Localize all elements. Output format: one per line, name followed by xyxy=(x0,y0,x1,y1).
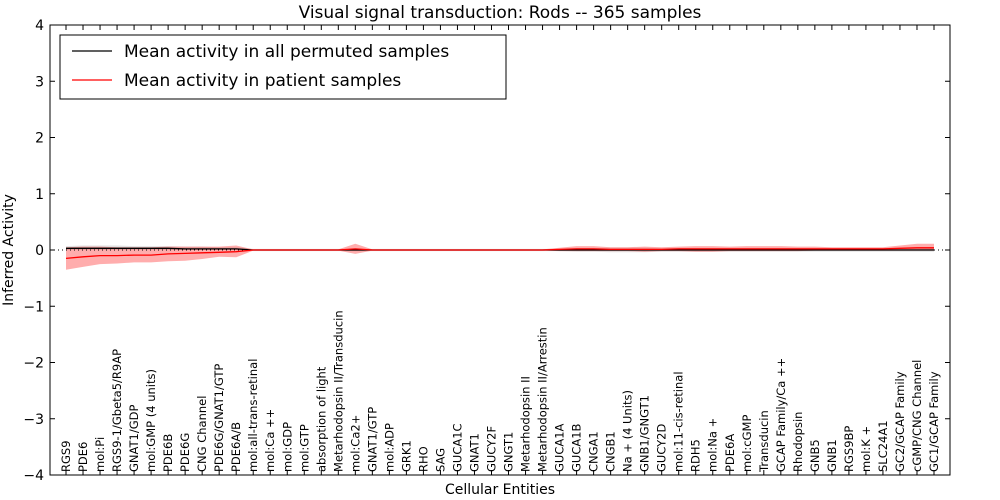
x-category-label: Na + (4 Units) xyxy=(621,390,635,472)
x-category-label: PDE6G xyxy=(178,433,192,472)
x-category-label: mol:GDP xyxy=(280,422,294,472)
legend: Mean activity in all permuted samplesMea… xyxy=(59,34,507,100)
x-category-label: RHO xyxy=(416,446,430,472)
x-category-label: GRK1 xyxy=(399,440,413,472)
x-category-label: Transducin xyxy=(757,410,771,473)
x-category-label: Metarhodopsin II/Transducin xyxy=(331,310,345,472)
y-tick-label: 1 xyxy=(35,187,44,203)
confidence-bands xyxy=(66,243,934,270)
y-tick-label: 3 xyxy=(35,74,44,90)
x-category-label: CNGB1 xyxy=(604,431,618,472)
x-category-label: PDE6 xyxy=(76,442,90,472)
x-category-label: mol:all-trans-retinal xyxy=(246,359,260,472)
x-category-label: Metarhodopsin II/Arrestin xyxy=(536,327,550,472)
x-category-label: cGMP/CNG Channel xyxy=(910,360,924,472)
series-lines xyxy=(65,247,934,260)
x-category-label: mol:cGMP xyxy=(740,415,754,472)
chart-title: Visual signal transduction: Rods -- 365 … xyxy=(299,3,702,23)
x-category-label: mol:Ca ++ xyxy=(263,409,277,472)
x-category-label: GNGT1 xyxy=(502,432,516,472)
x-category-label: GUCA1C xyxy=(451,423,465,472)
x-category-label: mol:GMP (4 units) xyxy=(144,369,158,472)
x-category-label: PDE6A/B xyxy=(229,422,243,472)
x-category-label: RGS9BP xyxy=(842,426,856,472)
y-tick-label: 0 xyxy=(35,243,44,259)
x-category-label: CNGA1 xyxy=(587,431,601,472)
y-tick-label: −2 xyxy=(23,356,44,372)
x-axis-label: Cellular Entities xyxy=(445,482,555,498)
x-category-label: GUCY2F xyxy=(485,426,499,472)
legend-label-1: Mean activity in patient samples xyxy=(124,71,401,91)
legend-box xyxy=(59,34,507,100)
x-category-label: SAG xyxy=(433,448,447,472)
y-axis-label: Inferred Activity xyxy=(1,194,17,306)
y-tick-label: 2 xyxy=(35,131,44,147)
x-category-label: Rhodopsin xyxy=(791,412,805,472)
x-category-label: GNAT1 xyxy=(468,433,482,472)
x-category-label: PDE6A xyxy=(723,434,737,472)
y-axis-ticks: −4 −3 −2 −1 0 1 2 3 4 xyxy=(23,18,950,484)
x-category-label: mol:11-cis-retinal xyxy=(672,371,686,472)
x-category-label: mol:Pi xyxy=(93,437,107,472)
x-category-label: mol:Na + xyxy=(706,418,720,472)
x-category-label: mol:GTP xyxy=(297,424,311,472)
x-category-label: mol:Ca2+ xyxy=(348,415,362,472)
y-tick-label: 4 xyxy=(35,18,44,34)
y-tick-label: −3 xyxy=(23,412,44,428)
x-category-label: GC1/GCAP Family xyxy=(927,371,941,472)
x-category-label: GUCA1B xyxy=(570,423,584,472)
x-category-label: PDE6G/GNAT1/GTP xyxy=(212,364,226,472)
x-category-label: GUCY2D xyxy=(655,424,669,472)
band-series-1 xyxy=(66,243,934,270)
x-category-label: GNB5 xyxy=(808,439,822,472)
x-category-label: GNB1/GNGT1 xyxy=(638,395,652,472)
x-category-label: mol:ADP xyxy=(382,423,396,472)
x-category-label: GCAP Family/Ca ++ xyxy=(774,358,788,472)
x-category-label: GC2/GCAP Family xyxy=(893,371,907,472)
y-tick-label: −1 xyxy=(23,299,44,315)
x-category-label: GNAT1/GDP xyxy=(127,405,141,472)
x-category-label: GNAT1/GTP xyxy=(365,407,379,472)
x-category-label: SLC24A1 xyxy=(876,420,890,472)
x-category-label: absorption of light xyxy=(314,366,328,472)
x-category-label: CNG Channel xyxy=(195,396,209,472)
legend-label-0: Mean activity in all permuted samples xyxy=(124,42,449,62)
x-category-label: mol:K + xyxy=(859,426,873,472)
x-category-label: PDE6B xyxy=(161,434,175,472)
line-series-1 xyxy=(65,247,934,260)
x-category-label: RDH5 xyxy=(689,439,703,472)
x-category-label: RGS9-1/Gbeta5/R9AP xyxy=(110,349,124,472)
y-tick-label: −4 xyxy=(23,468,44,484)
x-category-label: Metarhodopsin II xyxy=(519,376,533,472)
x-category-label: RGS9 xyxy=(59,440,73,472)
x-category-label: GNB1 xyxy=(825,439,839,472)
x-category-label: GUCA1A xyxy=(553,423,567,472)
